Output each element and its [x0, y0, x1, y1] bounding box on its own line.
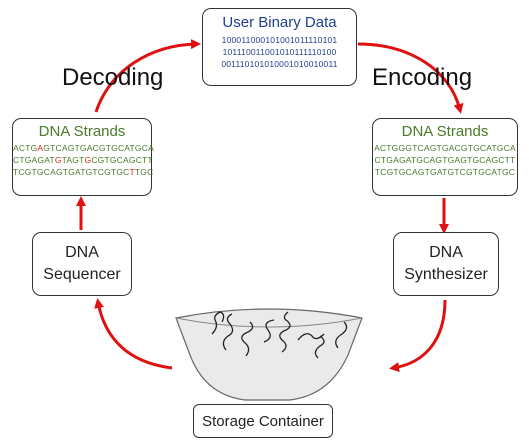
decoding-label: Decoding	[62, 64, 164, 91]
storage-container-box: Storage Container	[193, 404, 333, 438]
binary-line: 100011000101001011110101	[221, 35, 338, 45]
error-base: T	[129, 167, 135, 177]
storage-container-label: Storage Container	[202, 413, 324, 430]
encoding-arrow	[357, 42, 464, 114]
sequencer-line1: DNA	[65, 244, 99, 261]
decoding-arrow	[94, 39, 201, 113]
dna-sequence-line: CTGAGATGTAGTGCGTGCAGCTT	[13, 154, 153, 166]
dna-segment: GTCAGTGACGTGCATGCA	[43, 143, 154, 153]
dna-sequence-line: ACTGGGTCAGTGACGTGCATGCA	[374, 143, 516, 153]
dna-sequence-line: ACTGAGTCAGTGACGTGCATGCA	[13, 142, 154, 154]
binary-line: 101110011001010111110100	[222, 47, 337, 57]
storage-bowl	[175, 308, 363, 401]
dna-segment: CGTGCAGCTT	[91, 155, 153, 165]
sequencer-line2: Sequencer	[43, 266, 121, 283]
error-base: G	[54, 155, 62, 165]
dna-sequence-line: TCGTGCAGTGATGTCGTGCATGC	[374, 167, 516, 177]
dna-sequencer-box: DNA Sequencer	[32, 232, 132, 296]
binary-line: 001110101010001010010011	[221, 59, 338, 69]
dna-strands-right-title: DNA Strands	[401, 123, 489, 140]
user-binary-data-box: User Binary Data 10001100010100101111010…	[202, 8, 357, 86]
dna-segment: TAGT	[61, 155, 85, 165]
synthesizer-line1: DNA	[429, 244, 463, 261]
dna-strands-left-title: DNA Strands	[38, 123, 126, 140]
dna-segment: TGC	[134, 167, 154, 177]
dna-sequence-line: CTGAGATGCAGTGAGTGCAGCTT	[374, 155, 516, 165]
error-base: G	[84, 155, 92, 165]
dna-segment: CTGAGAT	[13, 155, 55, 165]
encoding-label: Encoding	[372, 64, 473, 91]
dna-squiggles-icon	[211, 311, 348, 359]
dna-segment: TCGTGCAGTGATGTCGTGC	[13, 167, 130, 177]
dna-sequence-line: TCGTGCAGTGATGTCGTGCTTGC	[13, 166, 154, 178]
synth-to-storage-arrow	[389, 299, 447, 373]
synthesizer-line2: Synthesizer	[404, 266, 488, 283]
dna-synthesizer-box: DNA Synthesizer	[393, 232, 499, 296]
dna-strands-right-box: DNA Strands ACTGGGTCAGTGACGTGCATGCA CTGA…	[372, 118, 518, 196]
error-base: A	[37, 143, 44, 153]
storage-to-sequencer-arrow	[94, 298, 173, 370]
dna-segment: ACTG	[13, 143, 38, 153]
user-binary-data-title: User Binary Data	[222, 14, 337, 31]
